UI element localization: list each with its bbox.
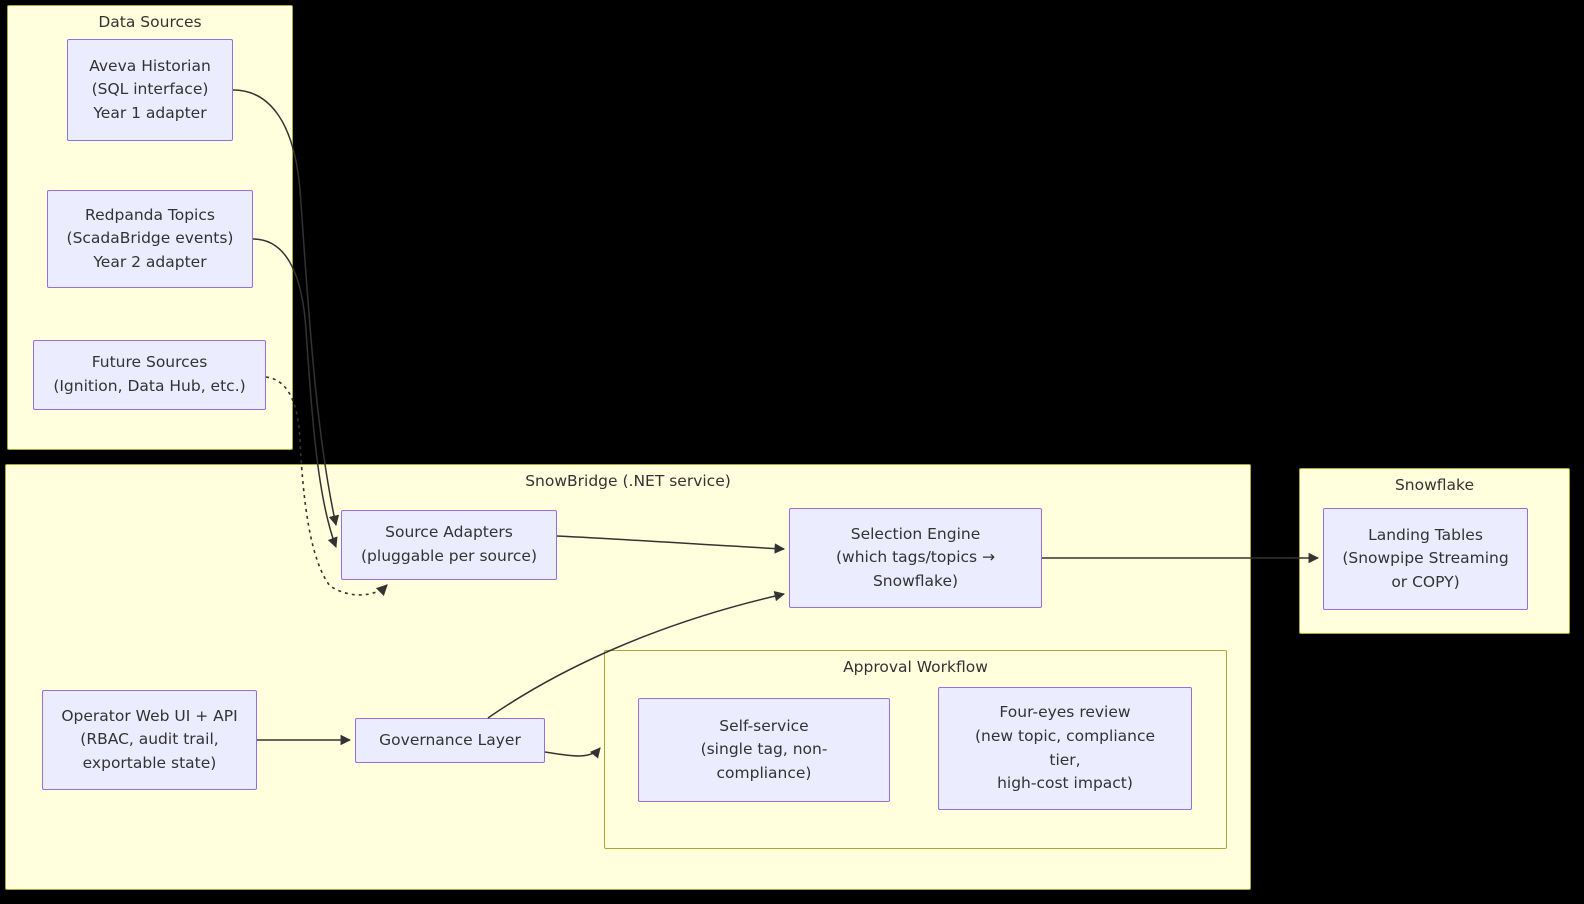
node-four-eyes-review-line4: high-cost impact) <box>997 774 1133 793</box>
node-four-eyes-review-line2: (new topic, compliance <box>974 726 1156 745</box>
node-selection-engine-line2: (which tags/topics → <box>835 548 996 567</box>
node-future-sources-line2: (Ignition, Data Hub, etc.) <box>53 377 246 395</box>
node-future-sources[interactable]: Future Sources (Ignition, Data Hub, etc.… <box>33 340 266 410</box>
node-future-sources-line1: Future Sources <box>91 353 208 372</box>
node-landing-tables-line2: (Snowpipe Streaming <box>1342 549 1509 568</box>
node-aveva-historian-line2: (SQL interface) <box>91 80 209 99</box>
cluster-snowbridge-label: SnowBridge (.NET service) <box>525 472 731 490</box>
node-redpanda-topics-line3: Year 2 adapter <box>93 252 207 271</box>
node-aveva-historian[interactable]: Aveva Historian (SQL interface) Year 1 a… <box>67 39 233 141</box>
node-governance-layer[interactable]: Governance Layer <box>355 718 545 763</box>
node-governance-layer-line1: Governance Layer <box>379 730 521 749</box>
node-self-service-line1: Self-service <box>719 716 809 735</box>
node-operator-web-ui-line3: exportable state) <box>82 753 217 772</box>
node-redpanda-topics-line1: Redpanda Topics <box>85 205 215 224</box>
node-aveva-historian-line1: Aveva Historian <box>89 56 211 75</box>
node-redpanda-topics[interactable]: Redpanda Topics (ScadaBridge events) Yea… <box>47 190 253 288</box>
cluster-snowflake-label: Snowflake <box>1394 476 1475 494</box>
node-source-adapters-line2: (pluggable per source) <box>361 547 537 565</box>
node-landing-tables-line3: or COPY) <box>1391 572 1460 591</box>
node-self-service-line3: compliance) <box>716 763 812 782</box>
node-selection-engine[interactable]: Selection Engine (which tags/topics → Sn… <box>789 508 1042 608</box>
node-four-eyes-review-line3: tier, <box>1049 750 1081 769</box>
node-operator-web-ui-line2: (RBAC, audit trail, <box>80 730 219 749</box>
node-four-eyes-review-line1: Four-eyes review <box>999 703 1131 722</box>
node-operator-web-ui-line1: Operator Web UI + API <box>61 706 238 725</box>
node-source-adapters[interactable]: Source Adapters (pluggable per source) <box>341 510 557 580</box>
node-landing-tables-line1: Landing Tables <box>1368 525 1483 544</box>
cluster-data-sources-label: Data Sources <box>98 13 202 31</box>
node-selection-engine-line3: Snowflake) <box>872 571 959 590</box>
node-self-service-line2: (single tag, non- <box>700 740 828 759</box>
node-self-service[interactable]: Self-service (single tag, non- complianc… <box>638 698 890 802</box>
node-redpanda-topics-line2: (ScadaBridge events) <box>66 229 234 248</box>
node-four-eyes-review[interactable]: Four-eyes review (new topic, compliance … <box>938 687 1192 810</box>
cluster-approval-workflow-label: Approval Workflow <box>843 658 988 676</box>
node-aveva-historian-line3: Year 1 adapter <box>93 103 207 122</box>
node-source-adapters-line1: Source Adapters <box>385 523 513 542</box>
node-operator-web-ui[interactable]: Operator Web UI + API (RBAC, audit trail… <box>42 690 257 790</box>
node-selection-engine-line1: Selection Engine <box>850 524 981 543</box>
node-landing-tables[interactable]: Landing Tables (Snowpipe Streaming or CO… <box>1323 508 1528 610</box>
